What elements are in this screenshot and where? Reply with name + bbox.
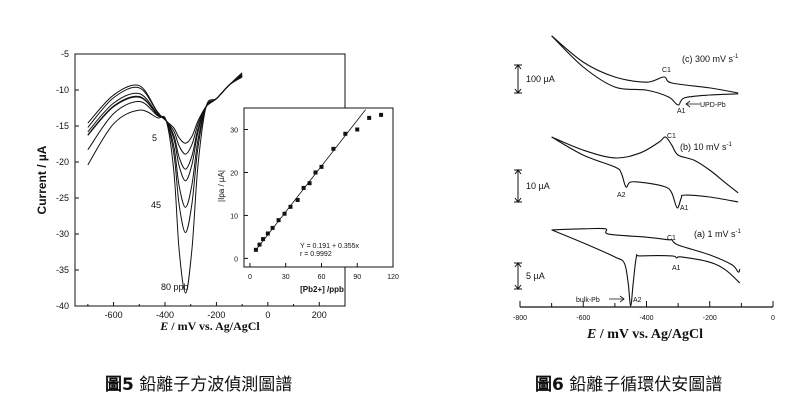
panel-label-c: (c) 300 mV s-1 — [682, 54, 739, 64]
x-tick-label: -600 — [105, 310, 123, 320]
peak-label-a2: A2 — [617, 192, 626, 199]
data-point — [319, 164, 324, 169]
cv-curve-c-reverse — [551, 35, 739, 106]
data-point — [270, 225, 275, 230]
inset-x-tick-label: 120 — [387, 274, 399, 281]
data-point — [307, 181, 312, 186]
arrow-icon — [609, 295, 625, 303]
scale-bar-label-c: 100 µA — [526, 74, 555, 84]
data-point — [253, 247, 258, 252]
y-tick-label: -20 — [56, 157, 69, 167]
data-point — [331, 146, 336, 151]
data-point — [261, 237, 266, 242]
curve-label-5ppb: 5 — [152, 133, 157, 143]
caption-figure-5: 圖5 鉛離子方波偵測圖譜 — [105, 370, 292, 395]
x-axis-title: E / mV vs. Ag/AgCl — [159, 319, 260, 333]
data-point — [276, 218, 281, 223]
peak-label-a1: A1 — [680, 205, 689, 212]
cv-x-tick-label: -600 — [576, 315, 590, 322]
scale-bar-label-b: 10 µA — [526, 181, 550, 191]
cv-x-tick-label: 0 — [771, 315, 775, 322]
y-axis-title: Current / µA — [35, 145, 49, 214]
data-point — [282, 211, 287, 216]
curve-label-45ppb: 45 — [151, 200, 161, 210]
peak-label-a1: A1 — [672, 265, 681, 272]
x-tick-label: -200 — [207, 310, 225, 320]
bulk-pb-label: bulk-Pb — [576, 297, 600, 304]
inset-x-tick-label: 90 — [353, 274, 361, 281]
data-point — [301, 185, 306, 190]
peak-label-c1: C1 — [667, 235, 676, 242]
inset-x-tick-label: 60 — [318, 274, 326, 281]
cv-x-tick-label: -400 — [639, 315, 653, 322]
y-tick-label: -30 — [56, 229, 69, 239]
arrow-icon — [685, 100, 700, 108]
voltammogram-curve-7 — [87, 76, 243, 294]
peak-label-a1: A1 — [677, 108, 686, 115]
cv-curve-a-forward — [551, 227, 741, 273]
caption-6-text: 鉛離子循環伏安圖譜 — [569, 375, 723, 395]
data-point — [355, 127, 360, 132]
data-point — [313, 170, 318, 175]
inset-y-tick-label: 20 — [230, 170, 238, 177]
caption-6-number: 圖6 — [535, 375, 564, 395]
scale-bar-arrow-icon — [514, 64, 522, 94]
cv-curve-c-forward — [551, 35, 739, 94]
x-tick-label: 0 — [265, 310, 270, 320]
scale-bar-arrow-icon — [514, 262, 522, 290]
y-tick-label: -25 — [56, 193, 69, 203]
inset-x-tick-label: 0 — [248, 274, 252, 281]
cv-curve-a-reverse — [551, 229, 741, 307]
y-tick-label: -35 — [56, 265, 69, 275]
data-point — [343, 131, 348, 136]
panel-label-b: (b) 10 mV s-1 — [680, 142, 733, 152]
upd-pb-label: UPD-Pb — [700, 102, 726, 109]
x-tick-label: -400 — [156, 310, 174, 320]
panel-label-a: (a) 1 mV s-1 — [694, 229, 742, 239]
regression-equation: Y = 0.191 + 0.355x — [300, 243, 360, 250]
voltammogram-curve-2 — [87, 73, 243, 155]
cv-x-tick-label: -800 — [513, 315, 527, 322]
cv-curve-b-forward — [551, 136, 739, 194]
inset-y-tick-label: 10 — [230, 213, 238, 220]
x-tick-label: 200 — [312, 310, 327, 320]
y-tick-label: -5 — [61, 49, 69, 59]
data-point — [288, 204, 293, 209]
inset-y-tick-label: 0 — [234, 256, 238, 263]
peak-label-c1: C1 — [662, 67, 671, 74]
inset-x-tick-label: 30 — [282, 274, 290, 281]
inset-x-axis-title: [Pb2+] /ppb — [300, 285, 344, 294]
inset-y-tick-label: 30 — [230, 127, 238, 134]
cv-x-tick-label: -200 — [703, 315, 717, 322]
data-point — [257, 242, 262, 247]
scale-bar-arrow-icon — [514, 169, 522, 203]
inset-plot-frame — [243, 107, 394, 268]
correlation-coefficient: r = 0.9992 — [300, 251, 332, 258]
caption-5-number: 圖5 — [105, 375, 134, 395]
voltammogram-curve-4 — [87, 75, 243, 182]
data-point — [295, 197, 300, 202]
peak-label-a2: A2 — [633, 297, 642, 304]
scale-bar-label-a: 5 µA — [526, 271, 545, 281]
data-point — [367, 115, 372, 120]
data-point — [265, 231, 270, 236]
data-point — [379, 112, 384, 117]
inset-y-axis-title: |Ipa / µA| — [217, 170, 226, 202]
caption-5-text: 鉛離子方波偵測圖譜 — [139, 375, 293, 395]
y-tick-label: -40 — [56, 301, 69, 311]
curve-label-80ppb: 80 ppb — [161, 282, 189, 292]
y-tick-label: -10 — [56, 85, 69, 95]
cv-curve-b-reverse — [551, 136, 739, 209]
voltammogram-curve-3 — [87, 74, 243, 170]
peak-label-c1: C1 — [667, 133, 676, 140]
cv-x-axis-title: E / mV vs. Ag/AgCl — [586, 327, 703, 342]
y-tick-label: -15 — [56, 121, 69, 131]
caption-figure-6: 圖6 鉛離子循環伏安圖譜 — [535, 370, 722, 395]
